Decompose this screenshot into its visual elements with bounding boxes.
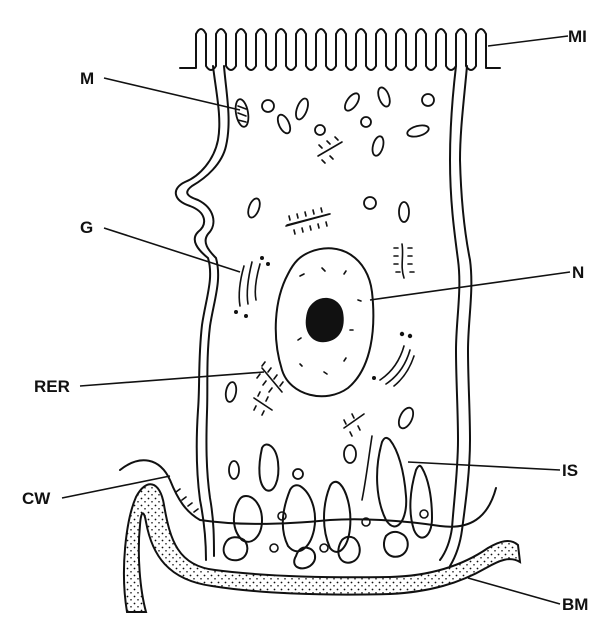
label-g: G: [80, 218, 93, 237]
label-cw: CW: [22, 489, 51, 508]
microvilli: [180, 29, 500, 70]
label-bm: BM: [562, 595, 588, 614]
basement-membrane: [124, 484, 520, 612]
label-is: IS: [562, 461, 578, 480]
label-mi: MI: [568, 27, 587, 46]
nucleus: [276, 248, 374, 396]
label-m: M: [80, 69, 94, 88]
label-n: N: [572, 263, 584, 282]
label-rer: RER: [34, 377, 70, 396]
intercellular-spaces: [224, 436, 432, 568]
rough-endoplasmic-reticulum: [254, 137, 414, 436]
nucleolus: [306, 298, 344, 342]
